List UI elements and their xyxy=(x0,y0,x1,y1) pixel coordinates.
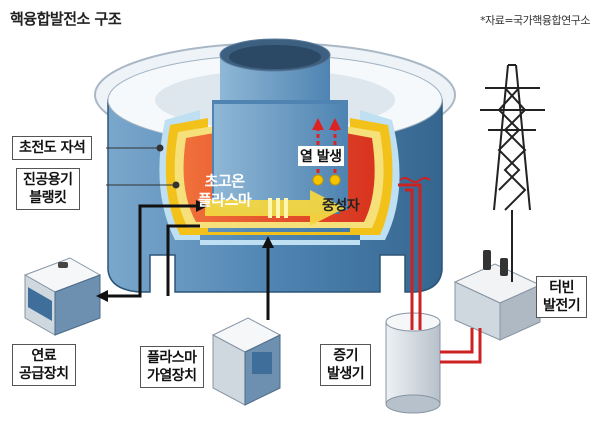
arrow-head-heating xyxy=(262,236,274,248)
label-plasma: 초고온 플라스마 xyxy=(198,172,252,209)
label-neutron: 중성자 xyxy=(322,198,360,214)
label-steam-generator: 증기 발생기 xyxy=(320,344,372,386)
fuel-supply-unit xyxy=(23,257,102,336)
arrow-head-fuel-left xyxy=(96,290,108,302)
steam-pipes xyxy=(398,183,482,364)
leader-lines xyxy=(106,144,180,189)
label-fuel-supply: 연료 공급장치 xyxy=(12,344,76,386)
turbine-generator xyxy=(453,250,542,341)
source-note: *자료=국가핵융합연구소 xyxy=(480,14,590,27)
arrow-head-fuel xyxy=(196,200,208,212)
label-plasma-heating: 플라스마 가열장치 xyxy=(140,346,204,388)
label-blanket: 진공용기 블랭킷 xyxy=(16,168,80,210)
label-heat: 열 발생 xyxy=(298,146,344,166)
label-turbine-generator: 터빈 발전기 xyxy=(536,276,588,318)
supply-arrows xyxy=(100,204,270,320)
transmission-tower-icon xyxy=(480,64,545,282)
heat-arrows xyxy=(312,118,341,186)
coil-icon xyxy=(399,177,431,183)
plasma-flow-arrow xyxy=(205,190,345,226)
label-magnet: 초전도 자석 xyxy=(12,136,93,160)
page-title: 핵융합발전소 구조 xyxy=(10,10,122,28)
plasma-heating-unit xyxy=(211,317,282,406)
reactor-cutaway xyxy=(159,100,400,245)
